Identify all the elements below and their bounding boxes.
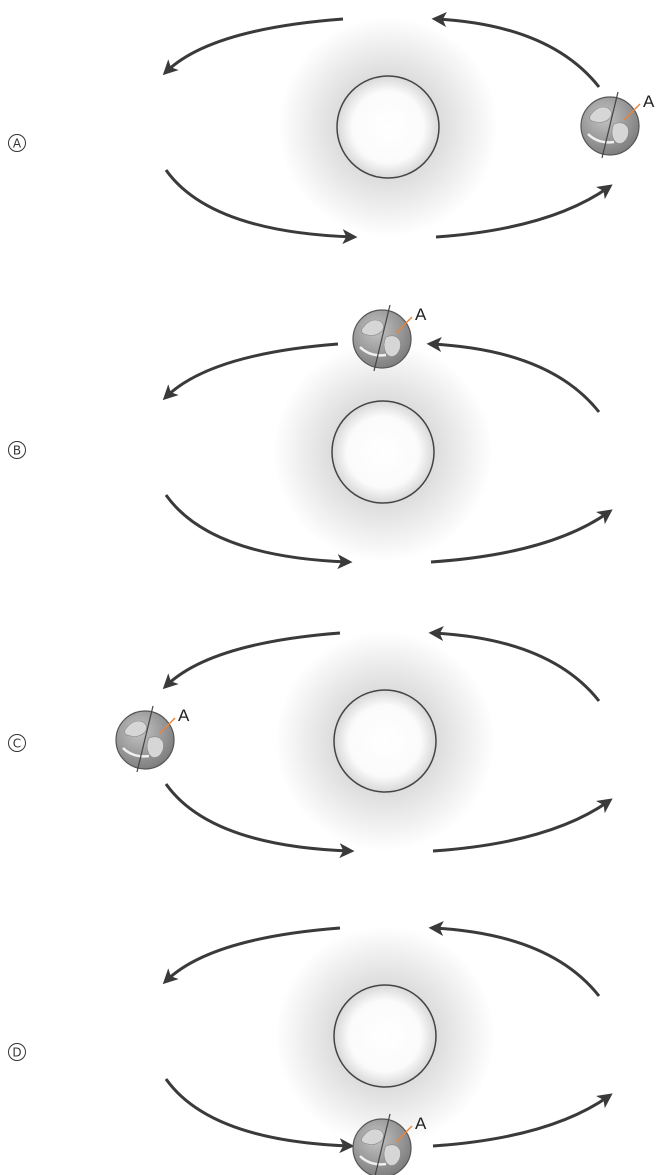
option-letter-a[interactable]: A	[9, 135, 26, 152]
sun-icon	[334, 690, 436, 792]
earth-label: A	[178, 706, 190, 725]
option-letter-b[interactable]: B	[9, 442, 26, 459]
sun-icon	[334, 985, 436, 1087]
option-letter-c[interactable]: C	[9, 735, 26, 752]
earth-label: A	[415, 305, 427, 324]
option-panel-c[interactable]: CA	[9, 631, 610, 851]
option-letter-text: D	[12, 1046, 21, 1060]
earth-label: A	[415, 1114, 427, 1133]
sun-icon	[332, 401, 434, 503]
option-letter-text: A	[13, 137, 22, 151]
option-panel-d[interactable]: DA	[9, 926, 610, 1175]
earth-icon: A	[116, 706, 190, 772]
option-panel-a[interactable]: AA	[9, 17, 656, 237]
option-letter-text: C	[13, 737, 21, 751]
option-letter-d[interactable]: D	[9, 1044, 26, 1061]
option-letter-text: B	[13, 444, 21, 458]
sun-icon	[337, 76, 439, 178]
option-panel-b[interactable]: BA	[9, 305, 610, 562]
earth-icon: A	[581, 92, 655, 158]
earth-label: A	[643, 92, 655, 111]
